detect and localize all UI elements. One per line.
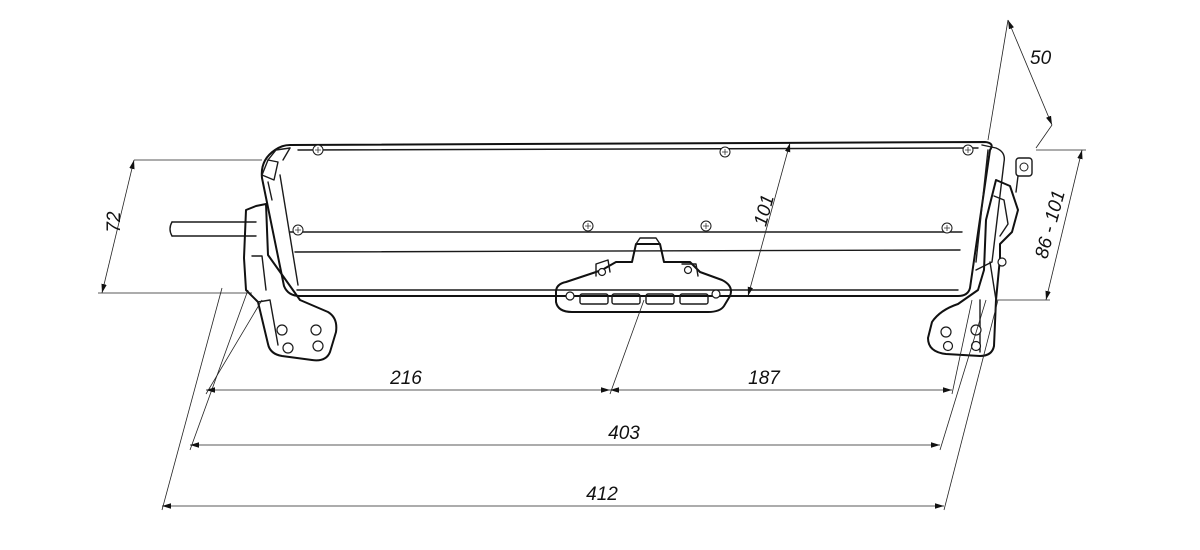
bracket-hole: [970, 324, 982, 336]
screw-icon: [312, 144, 324, 156]
bracket-hole: [282, 342, 294, 354]
dimension-216: 216: [206, 368, 610, 393]
housing-screws: [292, 144, 974, 236]
screw-icon: [582, 220, 594, 232]
dimension-label-403: 403: [608, 423, 640, 444]
screw-icon: [941, 222, 953, 234]
dimension-101: 101: [730, 142, 791, 297]
dimension-187: 187: [610, 368, 952, 393]
actuator-housing: [260, 141, 1006, 297]
dimension-label-216: 216: [389, 368, 422, 389]
bracket-hole: [310, 324, 322, 336]
dimension-label-50: 50: [1030, 48, 1052, 69]
bracket-hole: [312, 340, 324, 352]
bracket-hole: [997, 257, 1007, 267]
bracket-hole: [942, 340, 954, 352]
dimension-label-412: 412: [586, 484, 618, 505]
dimension-412: 412: [162, 484, 944, 509]
centre-bracket: [555, 237, 732, 313]
extension-lines: [161, 287, 999, 511]
right-mounting-bracket: [927, 157, 1033, 357]
dimension-label-101: 101: [750, 193, 778, 229]
dimension-50: 50: [987, 19, 1053, 149]
left-mounting-bracket: [243, 203, 338, 362]
dimension-403: 403: [190, 423, 940, 448]
bracket-hole: [276, 324, 288, 336]
piston-rod: [169, 221, 257, 237]
screw-icon: [700, 220, 712, 232]
bracket-hole: [940, 326, 952, 338]
dimension-86-101: 86 - 101: [996, 149, 1086, 301]
dimension-label-187: 187: [748, 368, 781, 389]
screw-icon: [962, 144, 974, 156]
screw-icon: [719, 146, 731, 158]
adjusting-screw-icon: [1015, 157, 1033, 193]
dimension-label-72: 72: [104, 211, 125, 233]
dimension-72: 72: [98, 159, 262, 294]
screw-icon: [292, 224, 304, 236]
